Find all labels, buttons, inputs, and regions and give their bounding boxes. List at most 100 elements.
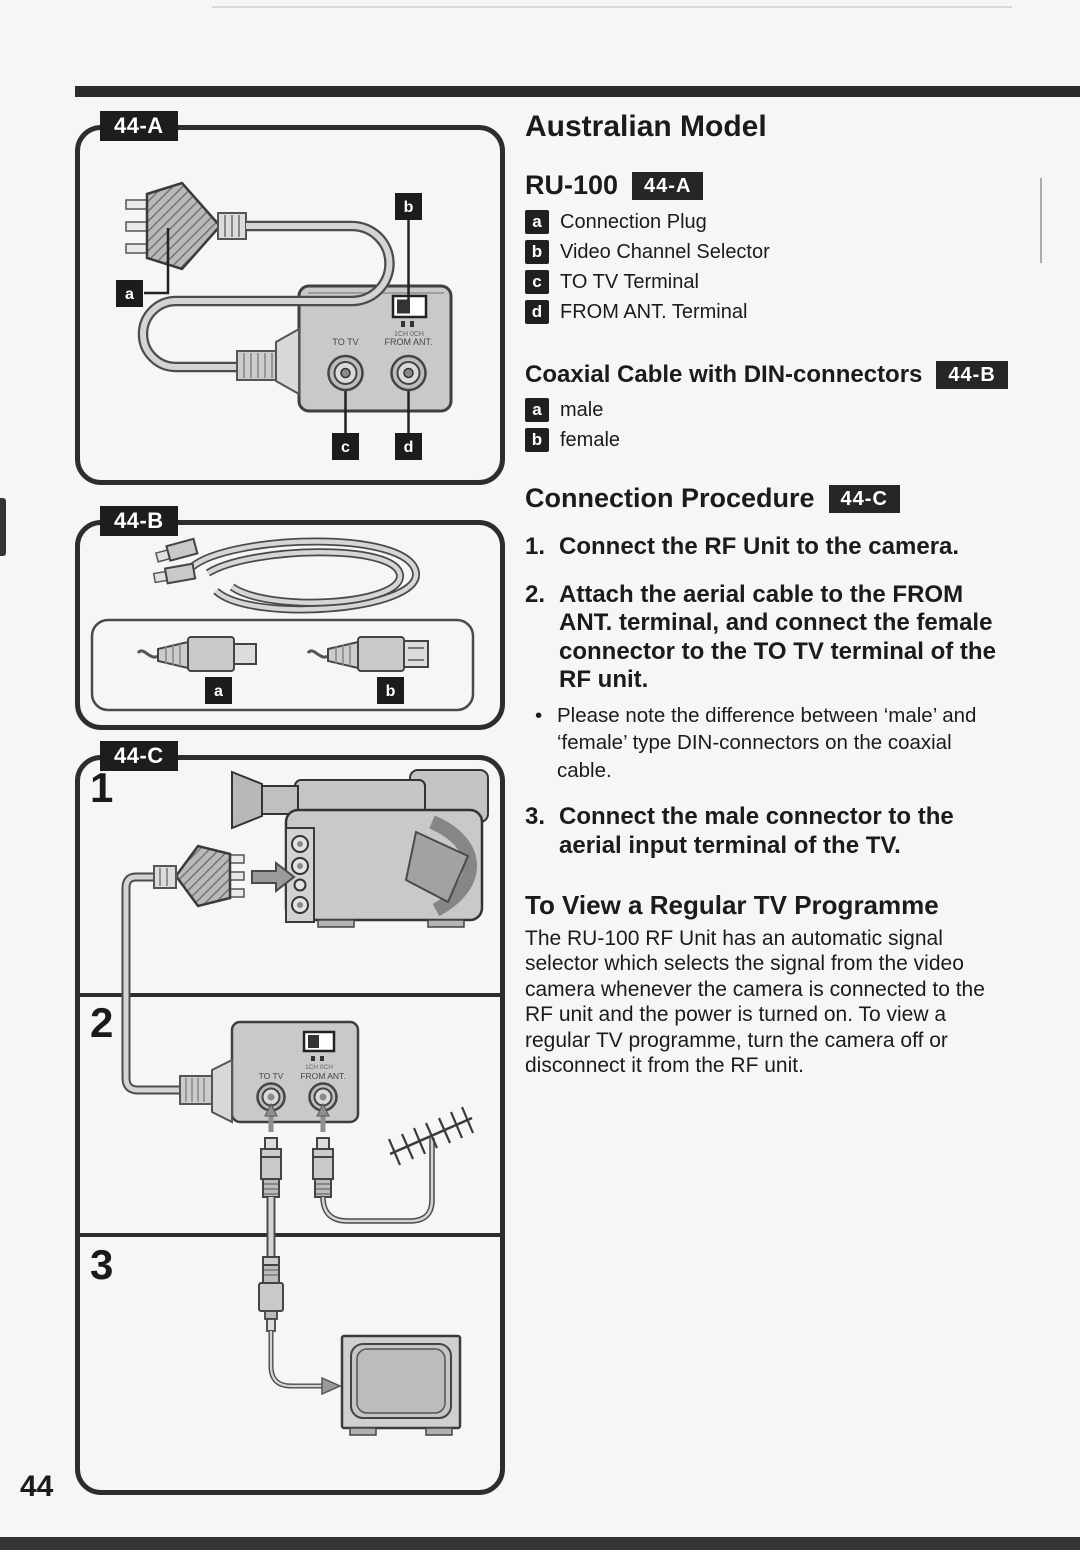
unit-cable bbox=[137, 220, 395, 373]
tv-set bbox=[340, 1334, 462, 1436]
part-label-b: b bbox=[377, 677, 404, 704]
channel-selector-switch: 1CH 0CH bbox=[391, 294, 428, 338]
part-label-c: c bbox=[332, 433, 359, 460]
coiled-cable bbox=[152, 537, 420, 614]
text-column: Australian Model RU-100 44-A a Connectio… bbox=[525, 110, 1019, 1099]
page-title: Australian Model bbox=[525, 110, 767, 143]
connection-plug bbox=[153, 844, 245, 908]
list-item-label: Video Channel Selector bbox=[560, 240, 770, 263]
list-item-label: FROM ANT. Terminal bbox=[560, 300, 748, 323]
figure-ref-badge: 44-B bbox=[936, 361, 1008, 389]
list-item: d FROM ANT. Terminal bbox=[525, 299, 1019, 325]
tv-programme-heading: To View a Regular TV Programme bbox=[525, 890, 939, 920]
svg-text:a: a bbox=[214, 683, 223, 700]
cable-entry bbox=[236, 327, 300, 396]
step-text: Attach the aerial cable to the FROM ANT.… bbox=[559, 580, 996, 694]
connection-plug bbox=[125, 181, 247, 271]
page-number: 44 bbox=[20, 1470, 54, 1503]
callout-line-a bbox=[144, 228, 170, 295]
key-badge: b bbox=[525, 240, 549, 264]
part-label-a: a bbox=[205, 677, 232, 704]
tv-programme-body: The RU-100 RF Unit has an automatic sign… bbox=[525, 927, 985, 1078]
part-label-b: b bbox=[395, 193, 422, 220]
list-item: a male bbox=[525, 397, 1019, 423]
top-divider-rule bbox=[75, 86, 1080, 97]
list-item: a Connection Plug bbox=[525, 209, 1019, 235]
list-item: b Video Channel Selector bbox=[525, 239, 1019, 265]
procedure-step-2: 2. Attach the aerial cable to the FROM A… bbox=[525, 581, 1019, 695]
procedure-note: • Please note the difference between ‘ma… bbox=[535, 702, 1019, 785]
from-ant-label: FROM ANT. bbox=[300, 1071, 345, 1081]
rf-unit: 1CH 0CH TO TV FROM ANT. bbox=[179, 1020, 360, 1124]
connection-procedure-diagram: 1 2 3 bbox=[80, 764, 500, 1436]
part-label-d: d bbox=[395, 433, 422, 460]
procedure-step-1: 1. Connect the RF Unit to the camera. bbox=[525, 533, 1019, 562]
insert-arrow-up-icon bbox=[264, 1102, 330, 1132]
bottom-divider-rule bbox=[0, 1537, 1080, 1550]
step-number: 3. bbox=[525, 803, 546, 830]
aerial-din-connector bbox=[312, 1137, 334, 1198]
male-connector-to-tv bbox=[258, 1235, 284, 1332]
to-tv-lead bbox=[268, 1331, 342, 1396]
figure-ref-badge: 44-C bbox=[828, 484, 900, 513]
switch-caption: 1CH 0CH bbox=[394, 331, 424, 338]
ru100-heading: RU-100 bbox=[525, 170, 619, 200]
figure-ref-badge: 44-A bbox=[632, 171, 704, 200]
list-item-label: Connection Plug bbox=[560, 210, 707, 233]
key-badge: d bbox=[525, 300, 549, 324]
step-number: 2. bbox=[525, 580, 546, 608]
scan-artifact bbox=[1040, 178, 1042, 263]
ru100-part-list: a Connection Plug b Video Channel Select… bbox=[525, 209, 1019, 325]
scan-edge-line bbox=[212, 6, 1012, 8]
key-badge: a bbox=[525, 398, 549, 422]
from-ant-terminal bbox=[390, 354, 427, 392]
scan-artifact bbox=[0, 498, 6, 556]
step-text: Connect the RF Unit to the camera. bbox=[559, 533, 960, 560]
coax-heading: Coaxial Cable with DIN-connectors bbox=[525, 361, 923, 388]
coax-heading-row: Coaxial Cable with DIN-connectors 44-B bbox=[525, 361, 1019, 389]
step-number-1: 1 bbox=[90, 764, 113, 811]
coaxial-cable-diagram: a b bbox=[90, 537, 475, 712]
svg-text:d: d bbox=[404, 439, 414, 456]
list-item: c TO TV Terminal bbox=[525, 269, 1019, 295]
step-number: 1. bbox=[525, 533, 546, 560]
to-tv-terminal bbox=[327, 354, 364, 392]
svg-text:b: b bbox=[404, 199, 414, 216]
male-din-connector bbox=[136, 636, 257, 672]
figure-tag: 44-A bbox=[100, 111, 178, 141]
key-badge: c bbox=[525, 270, 549, 294]
figure-44a: 44-A bbox=[75, 111, 505, 485]
coax-part-list: a male b female bbox=[525, 397, 1019, 453]
connector-detail-panel bbox=[90, 618, 475, 712]
from-ant-label: FROM ANT. bbox=[384, 337, 432, 347]
part-label-a: a bbox=[116, 280, 143, 307]
key-badge: a bbox=[525, 210, 549, 234]
list-item: b female bbox=[525, 427, 1019, 453]
figure-tag: 44-B bbox=[100, 506, 178, 536]
figure-44c: 44-C 1 2 3 bbox=[75, 741, 505, 1495]
step-number-3: 3 bbox=[90, 1241, 113, 1288]
to-tv-label: TO TV bbox=[259, 1071, 284, 1081]
svg-text:a: a bbox=[125, 286, 134, 303]
camcorder bbox=[231, 769, 489, 928]
switch-caption: 1CH 0CH bbox=[305, 1064, 333, 1071]
svg-text:c: c bbox=[341, 439, 350, 456]
plug-cable-continued bbox=[121, 995, 180, 1095]
tv-aerial bbox=[387, 1106, 475, 1166]
step-text: Connect the male connector to the aerial… bbox=[559, 803, 954, 859]
list-item-label: female bbox=[560, 428, 621, 451]
tv-din-connector bbox=[260, 1137, 282, 1235]
list-item-label: male bbox=[560, 398, 604, 421]
list-item-label: TO TV Terminal bbox=[560, 270, 699, 293]
procedure-heading: Connection Procedure bbox=[525, 483, 815, 513]
procedure-step-3: 3. Connect the male connector to the aer… bbox=[525, 803, 1019, 860]
bullet-icon: • bbox=[535, 703, 543, 727]
key-badge: b bbox=[525, 428, 549, 452]
female-din-connector bbox=[306, 636, 429, 672]
to-tv-label: TO TV bbox=[332, 337, 358, 347]
insert-arrow-icon bbox=[251, 860, 296, 894]
rf-unit-diagram: 1CH 0CH TO TV FROM ANT. bbox=[116, 181, 453, 460]
step-number-2: 2 bbox=[90, 999, 113, 1046]
note-text: Please note the difference between ‘male… bbox=[557, 703, 977, 782]
